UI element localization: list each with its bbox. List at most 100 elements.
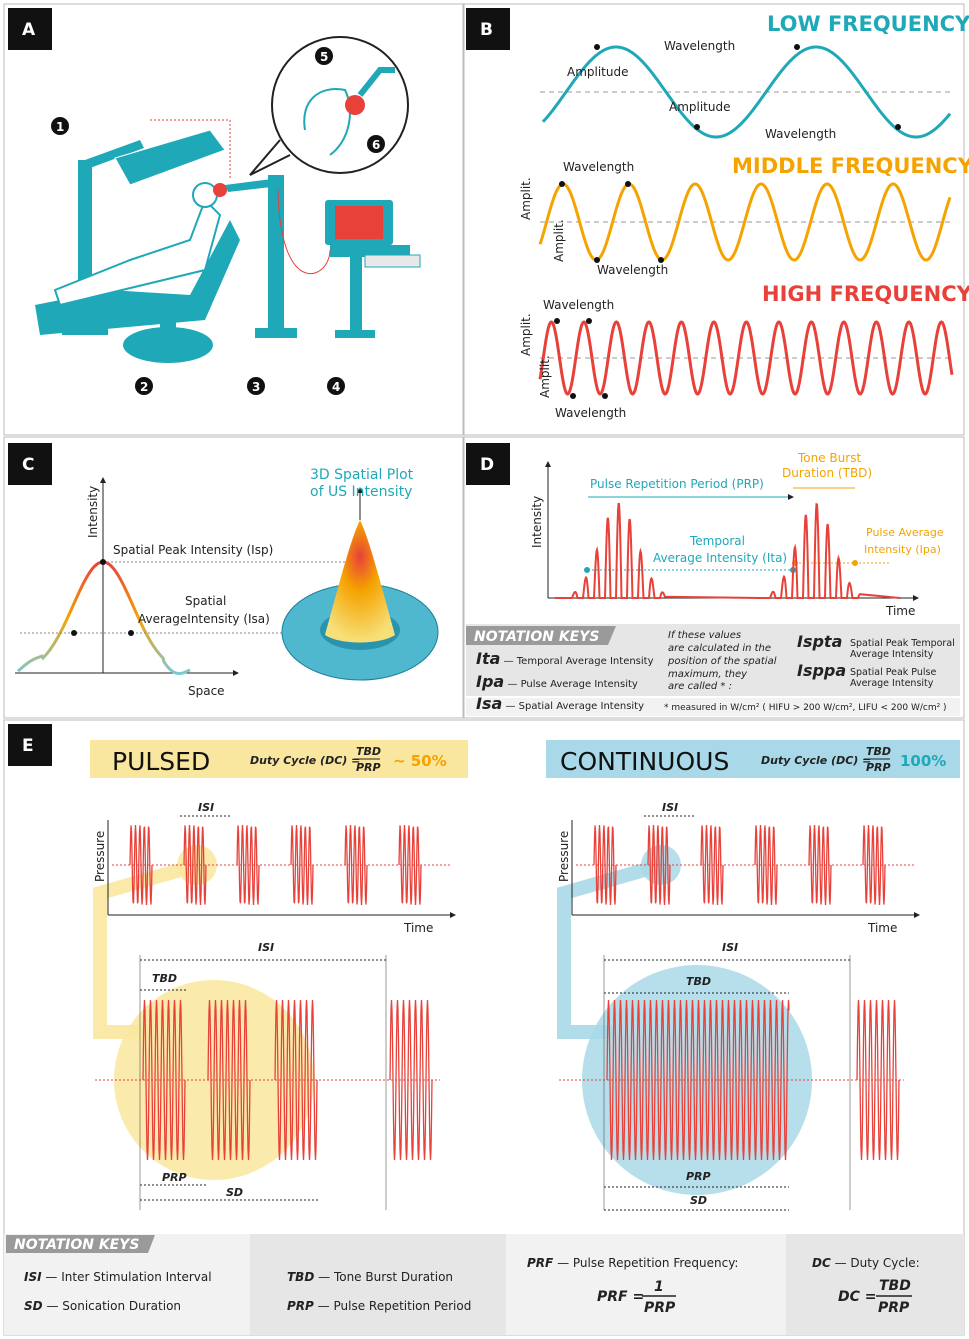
- callout-marker: [327, 377, 345, 395]
- pulse-train: [555, 502, 901, 599]
- middle-frequency-wave: [538, 182, 952, 262]
- tone-burst-zoomed: [142, 999, 186, 1161]
- tbd-label: Tone Burst: [797, 451, 861, 465]
- high-frequency-wave: [538, 320, 954, 396]
- peak-marker: [625, 181, 631, 187]
- panel-label-b: B: [466, 8, 510, 50]
- zoom-connector: [557, 858, 664, 1039]
- svg-text:SD — Sonication Duration: SD — Sonication Duration: [24, 1299, 181, 1313]
- zoom-connector: [93, 858, 200, 1039]
- tone-burst: [808, 824, 832, 906]
- svg-text:C: C: [22, 455, 34, 475]
- tone-burst-zoomed: [207, 999, 251, 1161]
- peak-marker: [570, 393, 576, 399]
- svg-text:PRF — Pulse Repetition Frequen: PRF — Pulse Repetition Frequency:: [527, 1256, 738, 1270]
- peak-marker: [559, 181, 565, 187]
- tone-burst: [700, 824, 724, 906]
- panel-label-d: D: [466, 443, 510, 485]
- panel-label-a: A: [8, 8, 52, 50]
- svg-text:CONTINUOUS: CONTINUOUS: [560, 747, 729, 776]
- amplit-label: Amplit.: [552, 219, 566, 262]
- svg-text:position of the spatial: position of the spatial: [667, 656, 777, 667]
- svg-text:SD: SD: [690, 1194, 707, 1207]
- svg-text:E: E: [22, 736, 34, 756]
- time-axis-label: Time: [885, 604, 915, 618]
- svg-text:NOTATION KEYS: NOTATION KEYS: [14, 1237, 139, 1253]
- svg-text:Average Intensity: Average Intensity: [850, 678, 934, 689]
- peak-marker: [658, 257, 664, 263]
- svg-text:ISI: ISI: [662, 801, 678, 814]
- tbd-label: Duration (TBD): [782, 466, 872, 480]
- svg-text:Isppa: Isppa: [797, 661, 846, 680]
- tone-burst: [647, 824, 671, 906]
- svg-text:* measured in W/cm² ( HIFU > 2: * measured in W/cm² ( HIFU > 200 W/cm², …: [664, 703, 947, 713]
- space-axis-label: Space: [188, 684, 225, 698]
- pulse-diagrams: [93, 815, 920, 1211]
- callout-number: 5: [320, 50, 328, 64]
- tone-burst: [754, 824, 778, 906]
- svg-text:PRP: PRP: [162, 1171, 187, 1184]
- pulse-average-label: Pulse Average: [866, 526, 944, 539]
- pulsed-header: PULSED Duty Cycle (DC) = TBD PRP ~ 50%: [90, 740, 468, 778]
- low-frequency-title: LOW FREQUENCY: [767, 12, 969, 36]
- svg-text:DC — Duty Cycle:: DC — Duty Cycle:: [812, 1256, 920, 1270]
- callout-number: 6: [372, 138, 380, 152]
- notation-keys-bottom: NOTATION KEYS ISI — Inter Stimulation In…: [4, 1234, 964, 1335]
- svg-text:B: B: [480, 20, 493, 40]
- wavelength-label: Wavelength: [555, 406, 626, 420]
- svg-text:ISI — Inter Stimulation Interv: ISI — Inter Stimulation Interval: [24, 1270, 212, 1284]
- intensity-notation-keys: NOTATION KEYS Ita — Temporal Average Int…: [466, 624, 960, 716]
- callout-marker: [51, 117, 69, 135]
- peak-marker: [794, 44, 800, 50]
- callout-marker: [247, 377, 265, 395]
- svg-text:Spatial Peak Temporal: Spatial Peak Temporal: [850, 638, 955, 649]
- tone-burst: [236, 824, 260, 906]
- amplitude-label: Amplitude: [669, 100, 731, 114]
- svg-text:are called * :: are called * :: [668, 681, 732, 692]
- svg-text:1: 1: [654, 1279, 664, 1295]
- svg-text:ISI: ISI: [258, 941, 274, 954]
- spatial-average-label: AverageIntensity (Isa): [138, 612, 270, 626]
- time-label: Time: [403, 921, 433, 935]
- svg-text:maximum, they: maximum, they: [668, 669, 748, 680]
- low-frequency-wave: [541, 45, 952, 139]
- svg-text:Average Intensity: Average Intensity: [850, 649, 934, 660]
- amplit-label: Amplit.: [519, 177, 533, 220]
- svg-text:Duty Cycle (DC) =: Duty Cycle (DC) =: [761, 754, 871, 767]
- callout-marker: [367, 135, 385, 153]
- svg-text:TBD: TBD: [686, 975, 711, 988]
- svg-text:If these values: If these values: [668, 630, 741, 641]
- peak-marker: [586, 318, 592, 324]
- 3d-plot-title: 3D Spatial Plot: [310, 467, 414, 483]
- svg-text:PULSED: PULSED: [112, 747, 210, 776]
- spatial-average-label: Spatial: [185, 594, 226, 608]
- pressure-label: Pressure: [93, 831, 107, 882]
- svg-text:PRP: PRP: [866, 761, 891, 774]
- svg-text:Ipa — Pulse Average Intensity: Ipa — Pulse Average Intensity: [476, 672, 638, 691]
- callout-marker: [315, 47, 333, 65]
- wavelength-label: Wavelength: [765, 127, 836, 141]
- peak-marker: [594, 44, 600, 50]
- amplit-label: Amplit.: [538, 355, 552, 398]
- svg-text:NOTATION KEYS: NOTATION KEYS: [474, 629, 599, 645]
- clinical-setup-illustration: [35, 36, 421, 363]
- temporal-intensity-plot: [545, 461, 919, 601]
- svg-text:TBD: TBD: [879, 1278, 911, 1294]
- svg-text:are calculated in the: are calculated in the: [668, 643, 771, 654]
- peak-marker: [895, 124, 901, 130]
- pressure-label: Pressure: [557, 831, 571, 882]
- callout-marker: [135, 377, 153, 395]
- callout-number: 2: [140, 380, 148, 394]
- svg-text:ISI: ISI: [198, 801, 214, 814]
- svg-text:PRP: PRP: [878, 1300, 910, 1316]
- callout-number: 4: [332, 380, 340, 394]
- tone-burst: [129, 824, 153, 906]
- time-label: Time: [867, 921, 897, 935]
- svg-text:ISI: ISI: [722, 941, 738, 954]
- wavelength-label: Wavelength: [597, 263, 668, 277]
- peak-marker: [554, 318, 560, 324]
- callout-number: 3: [252, 380, 260, 394]
- svg-text:Isa — Spatial Average Intensit: Isa — Spatial Average Intensity: [476, 694, 644, 713]
- spatial-peak-label: Spatial Peak Intensity (Isp): [113, 543, 273, 557]
